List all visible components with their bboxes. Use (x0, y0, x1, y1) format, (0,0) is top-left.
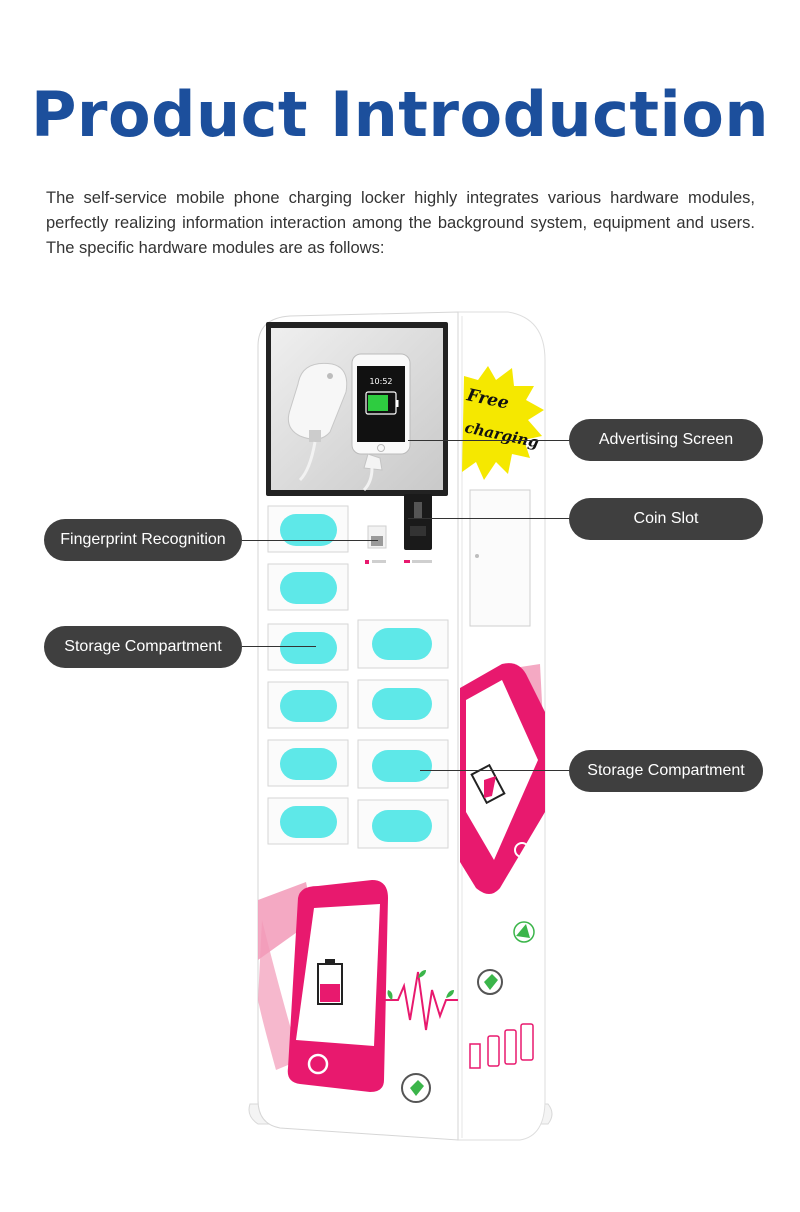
label-storage-compartment-left: Storage Compartment (44, 626, 242, 668)
compartment-right-2 (357, 679, 449, 729)
compartment-right-3 (357, 739, 449, 789)
compartment-left-1 (267, 505, 349, 553)
phone-image: 10:52 (351, 353, 411, 492)
page-title: Product Introduction (30, 78, 769, 151)
label-fingerprint-recognition: Fingerprint Recognition (44, 519, 242, 561)
charging-locker-illustration: 10:52 Free charging (248, 311, 553, 1141)
coin-slot (404, 494, 432, 563)
front-phone-graphic (258, 880, 458, 1092)
leader-fingerprint (242, 540, 378, 541)
compartment-left-6 (267, 797, 349, 845)
advertising-screen: 10:52 (266, 322, 448, 496)
compartment-left-4 (267, 681, 349, 729)
eco-icons (401, 921, 535, 1103)
leader-storage-right (420, 770, 570, 771)
compartment-left-5 (267, 739, 349, 787)
leader-coin-slot (408, 518, 570, 519)
side-service-door (469, 489, 531, 627)
label-coin-slot: Coin Slot (569, 498, 763, 540)
phone-time: 10:52 (369, 377, 392, 386)
intro-paragraph: The self-service mobile phone charging l… (46, 189, 755, 257)
compartment-right-4 (357, 799, 449, 849)
leader-storage-left (242, 646, 316, 647)
power-bank-image (287, 362, 348, 482)
storage-compartments (267, 505, 449, 849)
free-charging-sticker: Free charging (462, 366, 544, 480)
label-advertising-screen: Advertising Screen (569, 419, 763, 461)
compartment-left-2 (267, 563, 349, 611)
label-storage-compartment-right: Storage Compartment (569, 750, 763, 792)
fingerprint-scanner (365, 525, 387, 564)
leader-advertising-screen (408, 440, 570, 441)
compartment-left-3 (267, 623, 349, 671)
compartment-right-1 (357, 619, 449, 669)
